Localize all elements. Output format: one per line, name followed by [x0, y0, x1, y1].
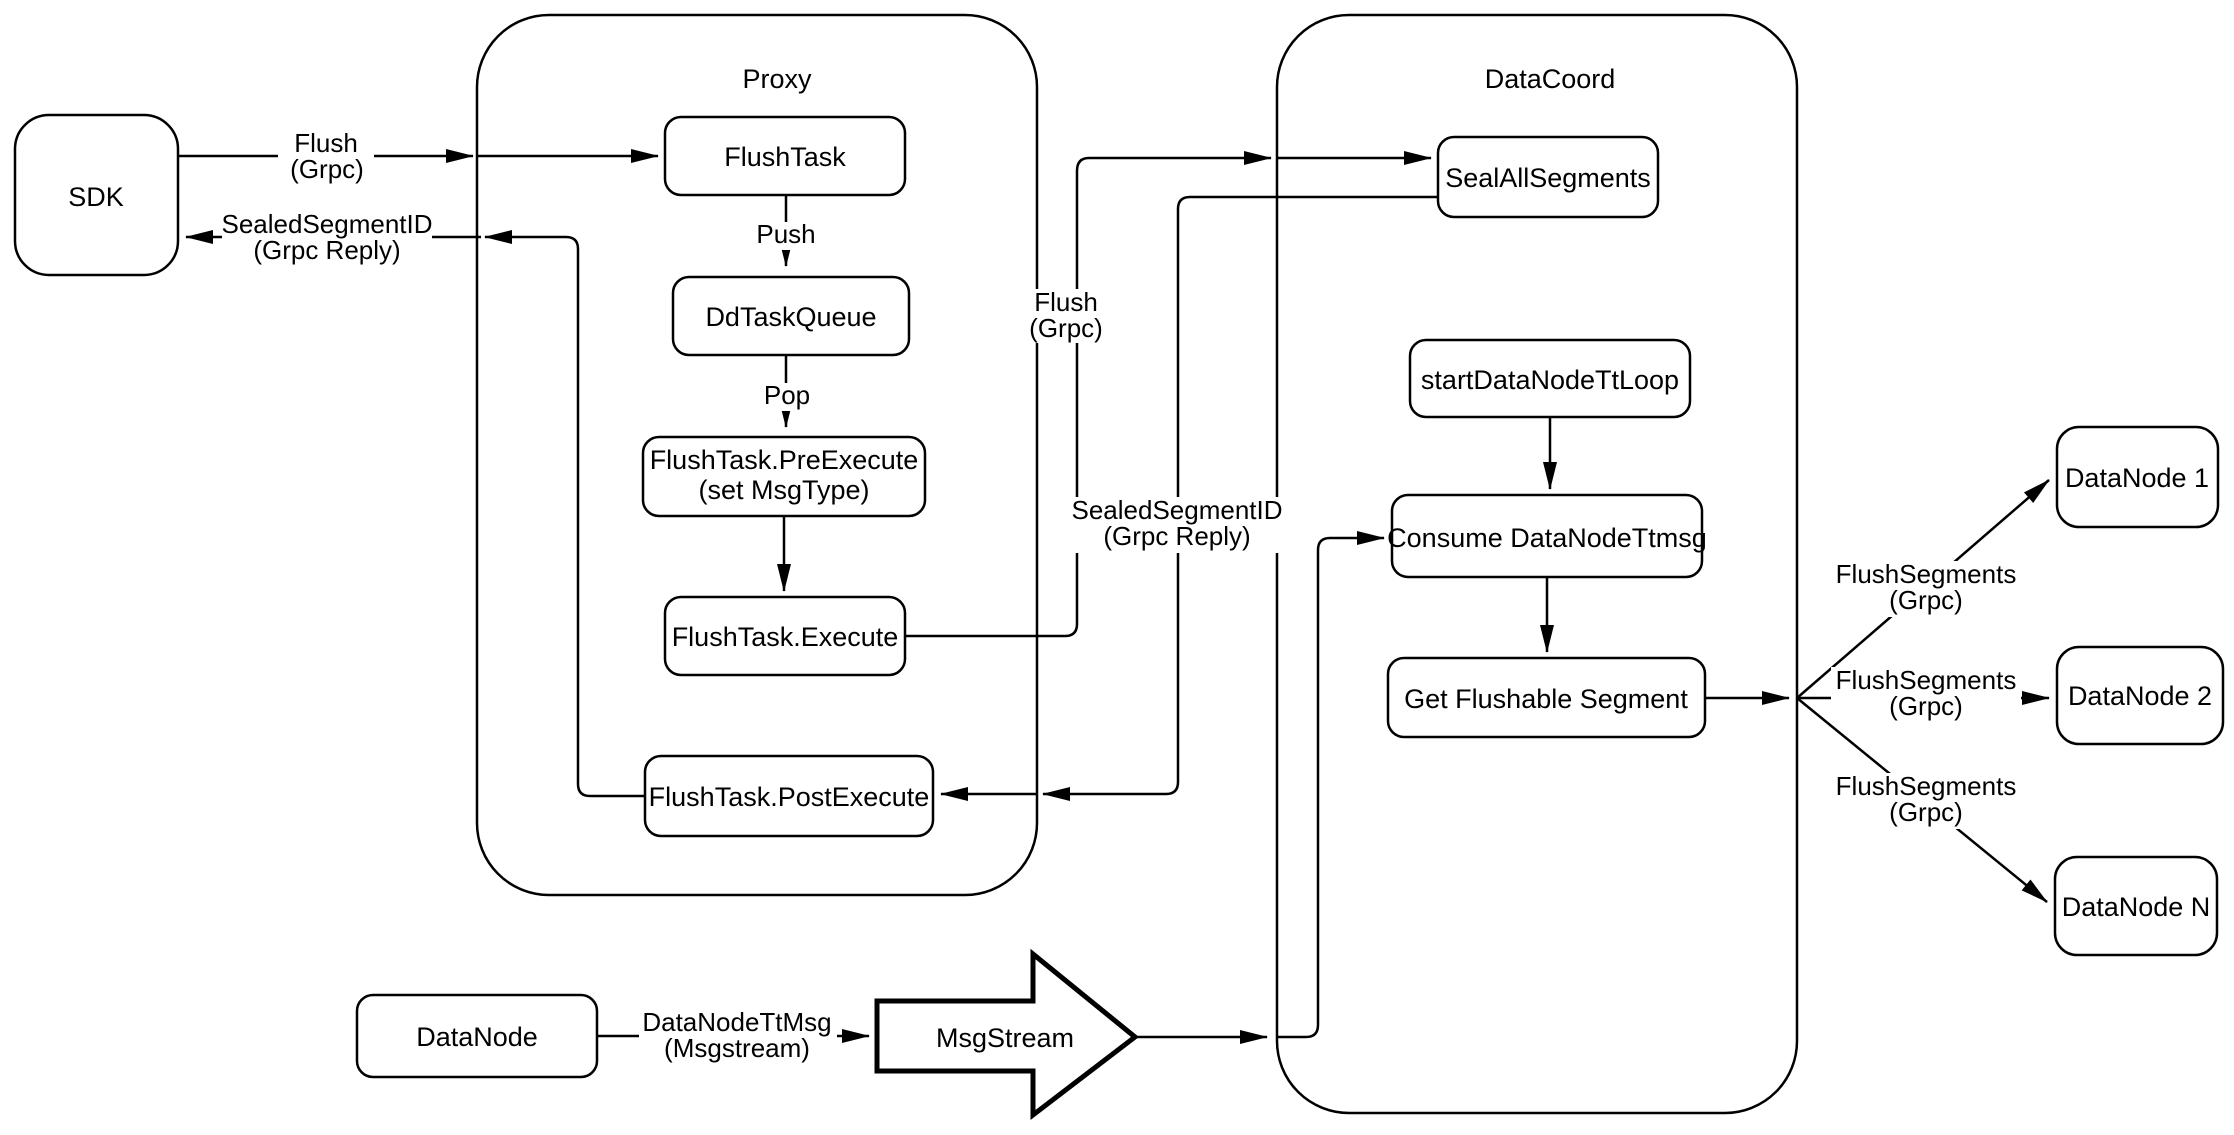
edge-label-flush-sdk: Flush (Grpc) [278, 128, 374, 184]
svg-text:SealedSegmentID: SealedSegmentID [221, 209, 432, 239]
datanode2-label: DataNode 2 [2068, 681, 2212, 711]
svg-text:FlushSegments: FlushSegments [1836, 559, 2017, 589]
datacoord-container: DataCoord [1275, 13, 1799, 1115]
svg-text:(Grpc): (Grpc) [1889, 691, 1963, 721]
svg-text:(Grpc): (Grpc) [290, 154, 364, 184]
flushtask-preexecute-label-line2: (set MsgType) [698, 475, 869, 505]
svg-text:(Grpc): (Grpc) [1029, 313, 1103, 343]
datanode1-node: DataNode 1 [2055, 425, 2220, 529]
flushtask-label: FlushTask [724, 142, 846, 172]
svg-text:SealedSegmentID: SealedSegmentID [1071, 495, 1282, 525]
svg-text:Pop: Pop [764, 380, 810, 410]
flushtask-preexecute-label-line1: FlushTask.PreExecute [650, 445, 919, 475]
svg-text:FlushSegments: FlushSegments [1836, 771, 2017, 801]
datanoden-label: DataNode N [2062, 892, 2211, 922]
consume-datanodettmsg-node: Consume DataNodeTtmsg [1387, 493, 1707, 579]
nodes: SDK FlushTask DdTaskQueue FlushTask.PreE… [13, 113, 2225, 1121]
edge-reply-sealallsegments-to-proxy-border [1042, 195, 1438, 801]
consume-datanodettmsg-label: Consume DataNodeTtmsg [1387, 523, 1707, 553]
svg-text:DataNodeTtMsg: DataNodeTtMsg [642, 1007, 831, 1037]
datanoden-node: DataNode N [2053, 855, 2219, 957]
sealallsegments-node: SealAllSegments [1436, 135, 1660, 219]
edge-reply-postexecute-to-proxy-border [484, 230, 645, 798]
edge-label-flush-datacoord: Flush (Grpc) [1017, 287, 1115, 343]
startdatanodettloop-node: startDataNodeTtLoop [1408, 338, 1692, 419]
edge-flush-execute-to-datacoord-border [905, 151, 1272, 638]
svg-text:Flush: Flush [1034, 287, 1098, 317]
edge-label-datanodettmsg: DataNodeTtMsg (Msgstream) [639, 1007, 837, 1065]
get-flushable-segment-label: Get Flushable Segment [1404, 684, 1688, 714]
flushtask-execute-label: FlushTask.Execute [672, 622, 899, 652]
svg-text:(Msgstream): (Msgstream) [664, 1033, 810, 1063]
datanode1-label: DataNode 1 [2065, 463, 2209, 493]
flushtask-preexecute-node: FlushTask.PreExecute (set MsgType) [641, 435, 927, 518]
edge-label-flushsegments-3: FlushSegments (Grpc) [1831, 771, 2021, 829]
edges [178, 149, 2050, 1044]
msgstream-arrow-shape [874, 948, 1140, 1121]
edge-label-push: Push [751, 219, 821, 250]
svg-text:(Grpc): (Grpc) [1889, 585, 1963, 615]
proxy-container-title: Proxy [742, 64, 812, 94]
startdatanodettloop-label: startDataNodeTtLoop [1421, 365, 1679, 395]
ddtaskqueue-node: DdTaskQueue [671, 275, 911, 357]
datanode2-node: DataNode 2 [2055, 645, 2225, 746]
datanode-node: DataNode [355, 993, 599, 1079]
svg-text:(Grpc Reply): (Grpc Reply) [1103, 521, 1250, 551]
get-flushable-segment-node: Get Flushable Segment [1386, 656, 1707, 739]
svg-text:Push: Push [756, 219, 815, 249]
datacoord-container-title: DataCoord [1485, 64, 1616, 94]
edge-msgstream-to-consume [1277, 531, 1385, 1039]
svg-text:(Grpc): (Grpc) [1889, 797, 1963, 827]
edge-label-sealedsegmentid-datacoord: SealedSegmentID (Grpc Reply) [1071, 495, 1283, 553]
ddtaskqueue-label: DdTaskQueue [705, 302, 876, 332]
edge-label-sealedsegmentid-sdk: SealedSegmentID (Grpc Reply) [221, 209, 432, 265]
proxy-container: Proxy [475, 13, 1039, 897]
edge-label-pop: Pop [759, 380, 815, 411]
svg-text:FlushSegments: FlushSegments [1836, 665, 2017, 695]
msgstream-label: MsgStream [936, 1023, 1074, 1053]
msgstream-node: MsgStream [874, 948, 1140, 1121]
sdk-label: SDK [68, 182, 124, 212]
svg-text:(Grpc Reply): (Grpc Reply) [253, 235, 400, 265]
flushtask-execute-node: FlushTask.Execute [663, 595, 907, 677]
edge-labels: Flush (Grpc) SealedSegmentID (Grpc Reply… [221, 128, 2021, 1065]
svg-text:Flush: Flush [294, 128, 358, 158]
sealallsegments-label: SealAllSegments [1445, 163, 1651, 193]
flushtask-postexecute-label: FlushTask.PostExecute [649, 782, 930, 812]
flushtask-node: FlushTask [663, 115, 907, 197]
sdk-node: SDK [13, 113, 180, 277]
flushtask-postexecute-node: FlushTask.PostExecute [643, 754, 935, 838]
datanode-label: DataNode [416, 1022, 538, 1052]
edge-label-flushsegments-2: FlushSegments (Grpc) [1831, 665, 2021, 723]
edge-label-flushsegments-1: FlushSegments (Grpc) [1831, 559, 2021, 617]
